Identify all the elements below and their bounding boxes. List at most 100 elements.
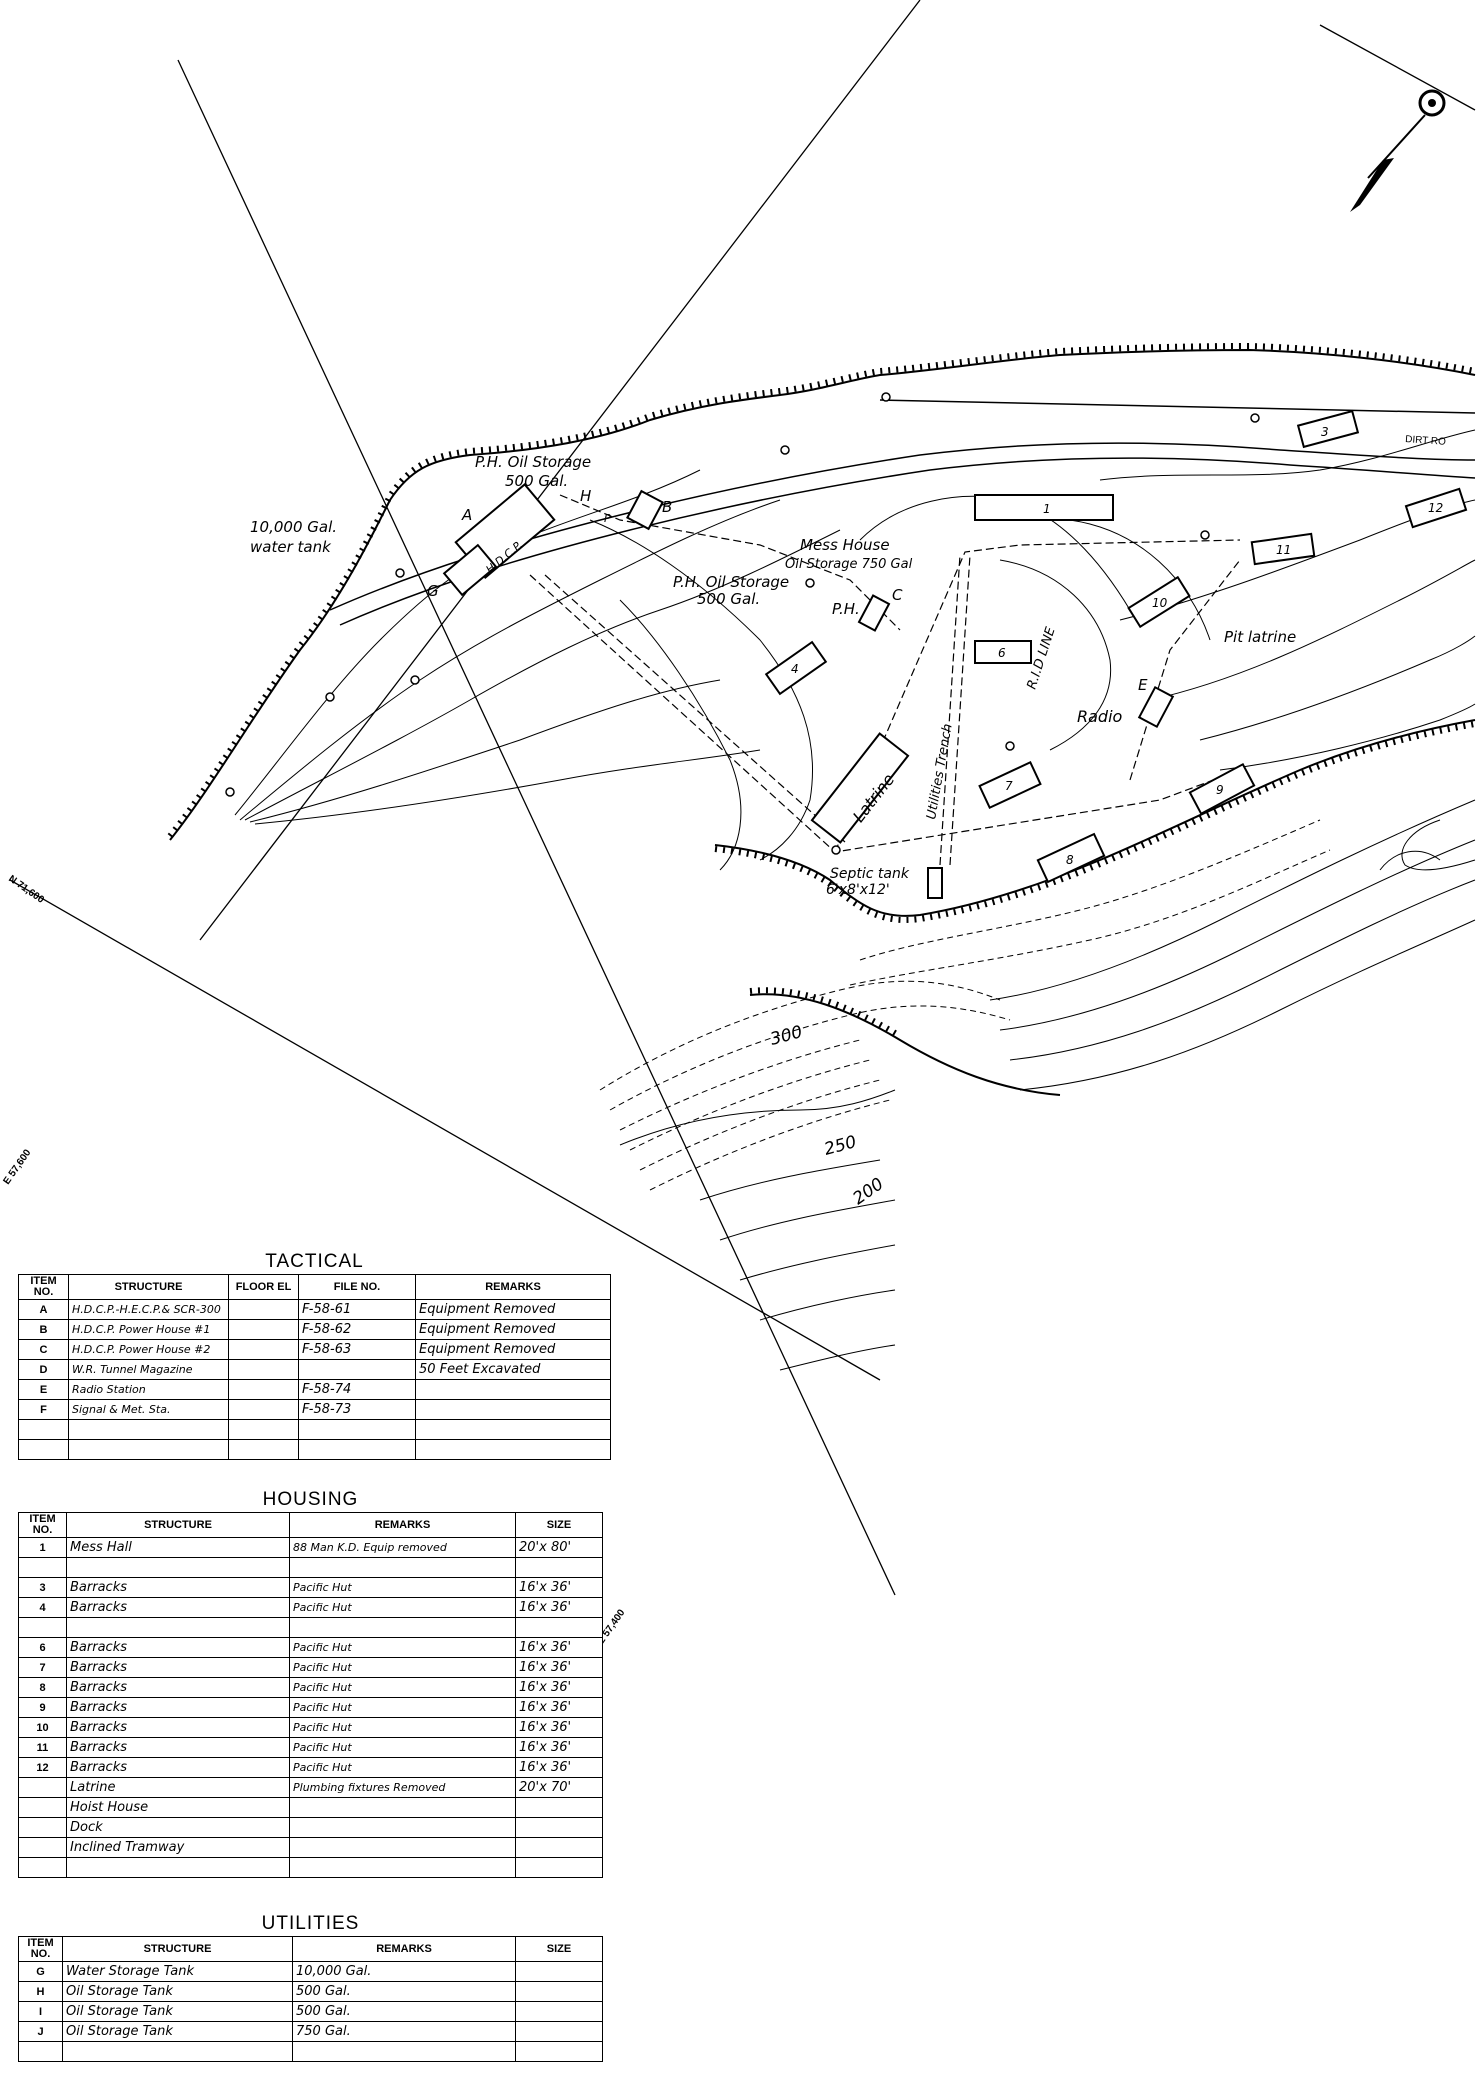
structure-b — [626, 489, 664, 531]
lower-contours — [619, 1089, 896, 1371]
label-radio: Radio — [1077, 707, 1123, 726]
item-no-cell: J — [18, 2021, 63, 2042]
item-no-cell: I — [18, 2001, 63, 2022]
latrine-building — [810, 732, 910, 844]
label-ph-oil-storage-mid-cap: 500 Gal. — [697, 590, 760, 608]
label-pit-latrine: Pit latrine — [1224, 628, 1296, 646]
table-cell — [289, 1797, 516, 1818]
item-no-cell: H — [18, 1981, 63, 2002]
table-cell — [66, 1617, 290, 1638]
label-grid-n71600: N 71,600 — [6, 873, 46, 906]
utilities-title: UTILITIES — [261, 1913, 360, 1934]
survey-grid-lines — [9, 0, 1476, 1596]
contour-lines — [234, 429, 1476, 1091]
building-3 — [1296, 409, 1360, 449]
table-cell — [415, 1439, 611, 1460]
table-cell: Pacific Hut — [289, 1657, 516, 1678]
table-cell — [515, 1857, 603, 1878]
label-ph-oil-storage-top-cap: 500 Gal. — [505, 472, 568, 490]
table-cell: Oil Storage Tank — [62, 2001, 293, 2022]
table-cell: Pacific Hut — [289, 1637, 516, 1658]
col-remarks: REMARKS — [289, 1512, 516, 1538]
utilities-schedule: UTILITIES ITEM NO. STRUCTURE REMARKS SIZ… — [18, 1912, 603, 2062]
label-grid-e57600: E 57,600 — [1, 1147, 33, 1186]
table-cell: 750 Gal. — [292, 2021, 516, 2042]
table-cell: Pacific Hut — [289, 1757, 516, 1778]
building-6 — [974, 640, 1032, 664]
table-cell: Barracks — [66, 1597, 290, 1618]
table-cell: Mess Hall — [66, 1537, 290, 1558]
table-cell: 16'x 36' — [515, 1597, 603, 1618]
letter-e: E — [1138, 676, 1148, 694]
building-number-3: 3 — [1321, 425, 1329, 439]
tactical-header-row: ITEM NO. STRUCTURE FLOOR EL FILE NO. REM… — [18, 1274, 611, 1300]
housing-title: HOUSING — [262, 1489, 359, 1510]
table-cell: H.D.C.P.-H.E.C.P.& SCR-300 — [68, 1299, 229, 1320]
structure-g-water-tank — [442, 543, 498, 597]
table-row: Inclined Tramway — [18, 1837, 603, 1858]
table-cell — [515, 1557, 603, 1578]
item-no-cell: 4 — [18, 1597, 67, 1618]
table-cell: Barracks — [66, 1657, 290, 1678]
table-cell: 16'x 36' — [515, 1757, 603, 1778]
table-cell: F-58-74 — [298, 1379, 416, 1400]
survey-markers — [225, 392, 1260, 855]
building-number-4: 4 — [791, 662, 799, 676]
letter-c: C — [892, 586, 903, 604]
table-cell: 16'x 36' — [515, 1657, 603, 1678]
table-row — [18, 1557, 603, 1578]
table-cell — [228, 1379, 299, 1400]
table-row — [18, 1419, 611, 1440]
table-cell: Hoist House — [66, 1797, 290, 1818]
letter-b: B — [662, 498, 672, 516]
table-cell — [289, 1817, 516, 1838]
building-number-8: 8 — [1066, 853, 1074, 867]
table-cell: 50 Feet Excavated — [415, 1359, 611, 1380]
building-number-7: 7 — [1005, 779, 1013, 793]
table-cell — [289, 1557, 516, 1578]
table-cell: Pacific Hut — [289, 1697, 516, 1718]
table-cell: Pacific Hut — [289, 1677, 516, 1698]
table-cell: Signal & Met. Sta. — [68, 1399, 229, 1420]
col-file-no: FILE NO. — [298, 1274, 416, 1300]
item-no-cell — [18, 1857, 67, 1878]
tactical-table: ITEM NO. STRUCTURE FLOOR EL FILE NO. REM… — [18, 1274, 611, 1460]
table-cell — [298, 1419, 416, 1440]
table-cell: Inclined Tramway — [66, 1837, 290, 1858]
dashed-contours — [599, 819, 1331, 1191]
item-no-cell: C — [18, 1339, 69, 1360]
table-cell: Pacific Hut — [289, 1597, 516, 1618]
table-cell: Radio Station — [68, 1379, 229, 1400]
table-cell — [62, 2041, 293, 2062]
building-7 — [978, 760, 1042, 810]
item-no-cell: 10 — [18, 1717, 67, 1738]
label-septic-tank-size: 6'x8'x12' — [826, 882, 890, 898]
table-cell — [289, 1617, 516, 1638]
building-4 — [764, 640, 828, 696]
table-cell: 16'x 36' — [515, 1717, 603, 1738]
building-number-6: 6 — [998, 646, 1006, 660]
tactical-schedule: TACTICAL ITEM NO. STRUCTURE FLOOR EL FIL… — [18, 1250, 611, 1460]
label-contour-250: 250 — [822, 1132, 859, 1160]
table-cell — [68, 1439, 229, 1460]
table-cell — [515, 2021, 603, 2042]
building-10 — [1127, 575, 1191, 629]
housing-schedule: HOUSING ITEM NO. STRUCTURE REMARKS SIZE … — [18, 1488, 603, 1878]
table-cell: Equipment Removed — [415, 1299, 611, 1320]
item-no-cell — [18, 1817, 67, 1838]
table-cell: Latrine — [66, 1777, 290, 1798]
letter-g: G — [427, 582, 439, 600]
